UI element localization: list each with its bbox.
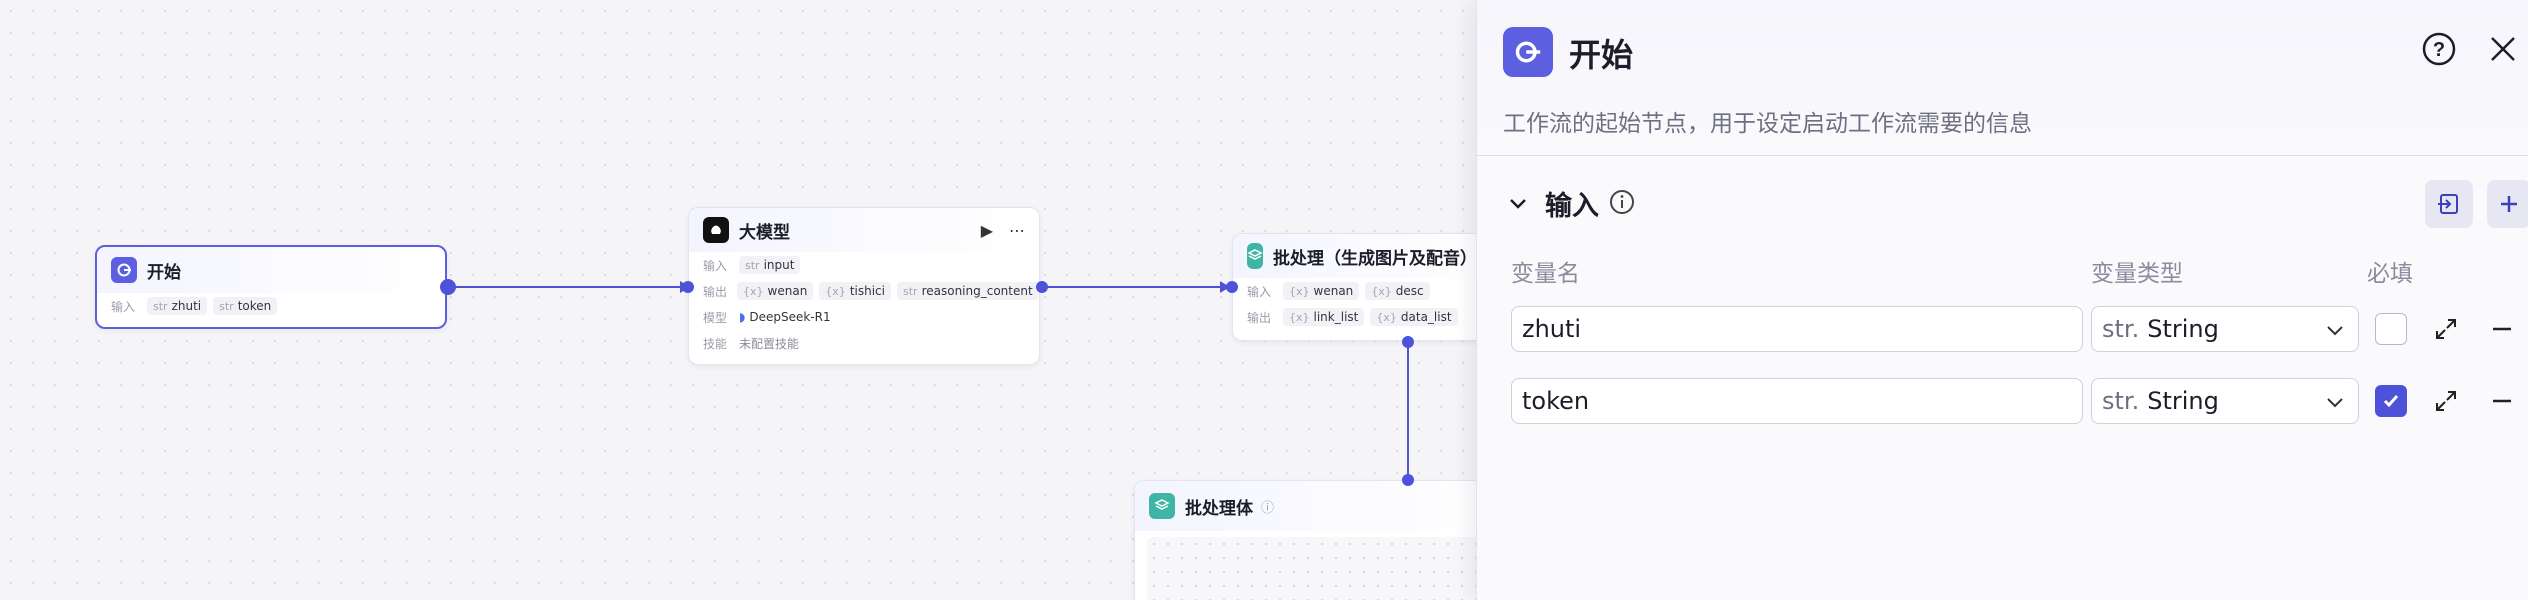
info-icon: ⓘ [1261,500,1275,516]
start-node-title: 开始 [147,262,181,283]
variable-name-input[interactable]: token [1511,378,2083,424]
start-icon [111,257,137,283]
more-icon[interactable]: ⋯ [1009,220,1025,240]
required-checkbox[interactable] [2375,313,2407,345]
batch-inputs: 输入 {x}wenan {x}desc [1233,278,1491,304]
start-icon [1503,27,1553,77]
chevron-down-icon [2327,398,2343,408]
input-tag: {x}desc [1365,282,1430,300]
column-header-type: 变量类型 [2091,261,2183,287]
variable-name-input[interactable]: zhuti [1511,306,2083,352]
check-icon [2383,395,2399,408]
batch-input-port[interactable] [1226,281,1238,293]
add-variable-button[interactable] [2487,180,2528,228]
chevron-down-icon [2327,326,2343,336]
run-icon[interactable]: ▶ [980,220,993,240]
info-icon[interactable] [1609,189,1635,215]
chevron-down-icon[interactable] [1507,192,1529,214]
batch-icon [1247,243,1263,269]
batch-body-port[interactable] [1402,474,1414,486]
plus-icon [2501,196,2517,212]
remove-icon[interactable] [2489,316,2515,342]
expand-icon[interactable] [2433,316,2459,342]
deepseek-icon: ◗ [739,310,746,324]
llm-icon [703,217,729,243]
batch-body-title: 批处理体 [1185,498,1253,519]
column-header-required: 必填 [2367,261,2413,287]
column-header-name: 变量名 [1511,261,1580,287]
batch-bottom-port[interactable] [1402,336,1414,348]
llm-output-port[interactable] [1036,281,1048,293]
llm-skills: 技能 未配置技能 [703,336,800,351]
batch-outputs: 输出 {x}link_list {x}data_list [1233,304,1491,330]
batch-body-area [1147,537,1481,600]
panel-description: 工作流的起始节点，用于设定启动工作流需要的信息 [1503,111,2032,137]
variable-type-select[interactable]: str. String [2091,378,2359,424]
llm-input-port[interactable] [682,281,694,293]
expand-icon[interactable] [2433,388,2459,414]
svg-text:?: ? [2433,39,2445,61]
node-settings-panel: 开始 ? 工作流的起始节点，用于设定启动工作流需要的信息 输入 变量名 变量类型… [1476,0,2528,600]
output-tag: {x}tishici [819,282,891,300]
panel-title: 开始 [1569,36,1634,74]
remove-icon[interactable] [2489,388,2515,414]
close-icon[interactable] [2487,33,2519,65]
variable-type-select[interactable]: str. String [2091,306,2359,352]
output-tag: {x}data_list [1370,308,1458,326]
batch-node[interactable]: 批处理（生成图片及配音） 输入 {x}wenan {x}desc 输出 {x}l… [1232,233,1492,341]
import-button[interactable] [2425,180,2473,228]
llm-model: 模型 ◗ DeepSeek-R1 [703,310,831,325]
input-tag: {x}wenan [1283,282,1360,300]
input-section-title: 输入 [1545,191,1599,222]
required-checkbox[interactable] [2375,385,2407,417]
llm-node-title: 大模型 [739,222,790,243]
batch-body-node[interactable]: 批处理体 ⓘ [1134,480,1494,600]
panel-header: 开始 ? 工作流的起始节点，用于设定启动工作流需要的信息 [1477,0,2528,156]
batch-body-icon [1149,493,1175,519]
output-tag: {x}link_list [1283,308,1365,326]
batch-node-title: 批处理（生成图片及配音） [1273,248,1477,269]
import-icon [2438,194,2458,214]
help-icon[interactable]: ? [2421,31,2457,67]
start-output-port[interactable] [440,279,456,295]
output-tag: {x}wenan [737,282,814,300]
